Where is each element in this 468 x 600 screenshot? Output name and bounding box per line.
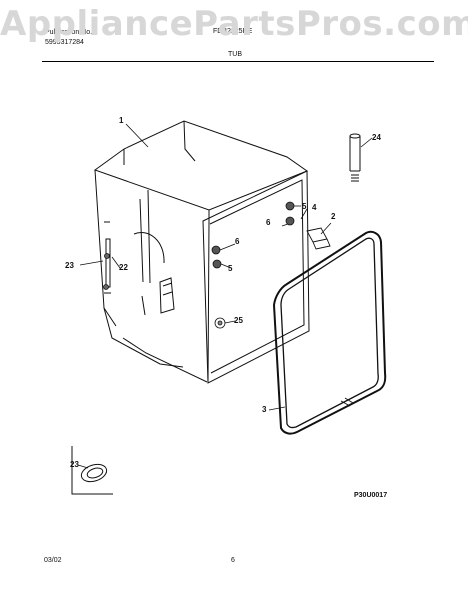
fastener-top-right-upper: [285, 201, 295, 211]
leader-lines: [77, 123, 373, 469]
detail-part-23-clip-inner: [86, 467, 104, 479]
leader-2: [320, 222, 332, 235]
leader-6-top: [281, 223, 289, 227]
publication-label: Publication No.: [45, 29, 93, 36]
footer-date: 03/02: [44, 557, 62, 564]
part-24-rod: [349, 133, 361, 182]
part-label-24: 24: [372, 133, 381, 142]
header-rule: [42, 61, 434, 62]
part-24-top: [349, 133, 361, 139]
part-label-6-top: 6: [266, 218, 271, 227]
figure-code: P30U0017: [354, 492, 388, 499]
leader-5-left: [220, 263, 232, 269]
tub-hose-shape: [133, 232, 165, 264]
leader-23-detail: [77, 464, 89, 469]
tub-bracket-tab: [162, 282, 173, 296]
part-2-bracket: [306, 227, 331, 250]
tub-top-rim: [93, 120, 309, 211]
leader-1: [125, 123, 149, 148]
model-number: FDB2225RE: [213, 28, 253, 35]
leader-23: [79, 260, 104, 266]
detail-part-23: [71, 446, 113, 495]
tub-front-panel: [202, 170, 310, 384]
part-label-22: 22: [119, 263, 128, 272]
part-label-23: 23: [65, 261, 74, 270]
tub-outer-wall-left: [103, 307, 184, 368]
part-label-6-left: 6: [235, 237, 240, 246]
footer-page-number: 6: [231, 557, 235, 564]
part-23-small-fastener-lower: [103, 284, 109, 290]
tub-assembly: [93, 120, 310, 384]
tub-back-edge: [183, 120, 196, 162]
tub-base-shadow: [122, 337, 208, 383]
detail-part-23-box: [71, 446, 113, 495]
part-label-1: 1: [119, 116, 124, 125]
part-2-bracket-tab: [312, 238, 331, 250]
leader-4: [300, 208, 308, 220]
leader-24: [360, 137, 373, 148]
part-label-25: 25: [234, 316, 243, 325]
tub-front-panel-inner-edge: [209, 179, 305, 374]
tub-side-wall: [207, 210, 210, 384]
leader-6-left: [219, 243, 236, 251]
leader-22: [111, 256, 121, 269]
leader-25: [224, 320, 236, 324]
tub-detail-line: [104, 221, 111, 294]
part-25-hub: [217, 320, 223, 326]
part-label-2: 2: [331, 212, 336, 221]
part-23-small-fastener: [104, 253, 110, 259]
gasket-assembly: [272, 230, 387, 435]
fastener-left-lower: [212, 259, 222, 269]
detail-part-23-clip: [80, 463, 108, 483]
part-label-4: 4: [312, 203, 317, 212]
tub-internal-channel: [139, 189, 151, 316]
part-label-23-detail: 23: [70, 460, 79, 469]
gasket-fold-detail: [340, 397, 354, 407]
gasket-inner: [280, 237, 379, 429]
leader-3: [268, 406, 286, 411]
fastener-left-upper: [211, 245, 221, 255]
gasket-outer: [272, 230, 387, 435]
tub-hatch: [105, 238, 111, 288]
header-left: Publication No. 5995317284: [45, 28, 92, 48]
tub-bracket: [159, 277, 175, 314]
part-label-5-left: 5: [228, 264, 233, 273]
publication-number: 5995317284: [45, 39, 84, 46]
fastener-top-right-lower: [285, 216, 295, 226]
part-label-3: 3: [262, 405, 267, 414]
part-label-5-top: 5: [302, 202, 307, 211]
part-2-bracket-shape: [306, 227, 328, 243]
section-title: TUB: [228, 51, 242, 58]
fasteners: [103, 201, 295, 329]
part-24-body: [349, 136, 361, 171]
part-24-threads: [350, 170, 360, 182]
